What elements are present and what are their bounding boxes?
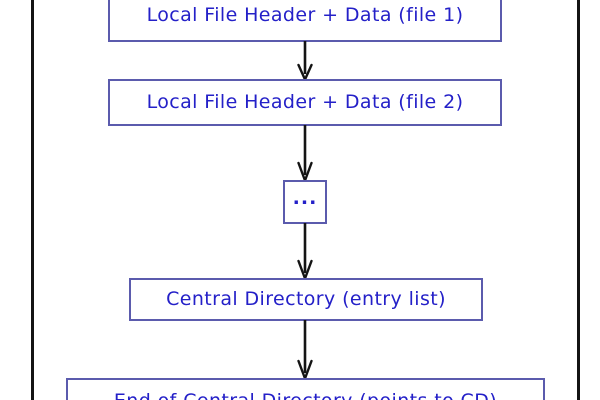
arrow-central-directory-to-eocd bbox=[296, 320, 314, 380]
frame-rail-right bbox=[577, 0, 580, 400]
node-label: Local File Header + Data (file 2) bbox=[146, 91, 464, 113]
arrow-ellipsis-to-central-directory bbox=[296, 223, 314, 280]
node-label: Central Directory (entry list) bbox=[166, 288, 446, 310]
node-central-directory: Central Directory (entry list) bbox=[129, 278, 483, 321]
node-end-of-central-directory: End of Central Directory (points to CD) bbox=[66, 378, 545, 400]
node-label: ... bbox=[292, 186, 318, 209]
node-label: End of Central Directory (points to CD) bbox=[114, 391, 497, 400]
node-ellipsis: ... bbox=[283, 180, 327, 224]
node-local-file-header-file-1: Local File Header + Data (file 1) bbox=[108, 0, 502, 42]
arrow-file1-to-file2 bbox=[296, 41, 314, 81]
arrow-file2-to-ellipsis bbox=[296, 125, 314, 182]
node-label: Local File Header + Data (file 1) bbox=[146, 3, 464, 26]
node-local-file-header-file-2: Local File Header + Data (file 2) bbox=[108, 79, 502, 126]
frame-rail-left bbox=[31, 0, 34, 400]
